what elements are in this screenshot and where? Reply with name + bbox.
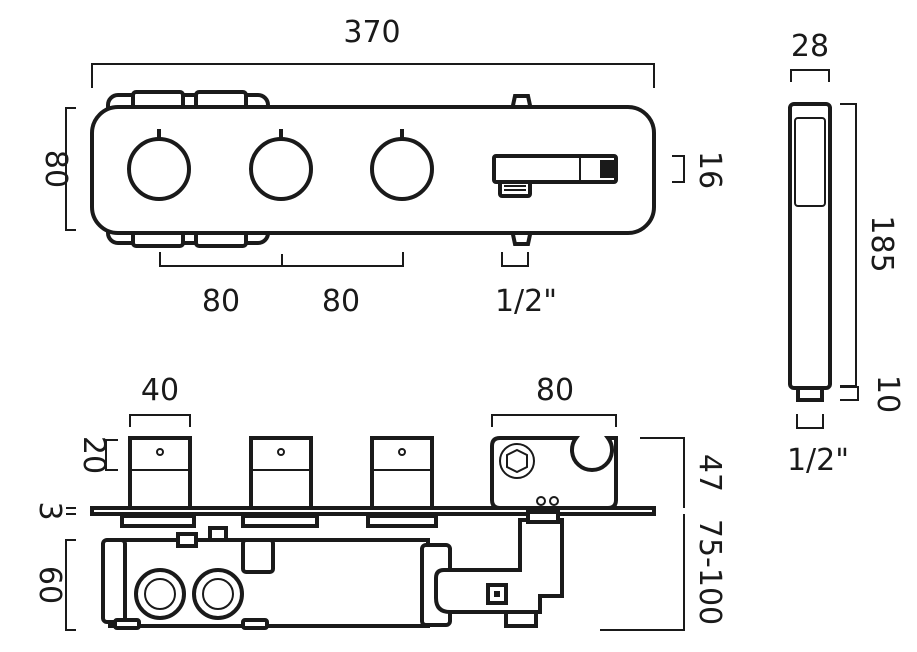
side-handle-2: [249, 436, 313, 510]
outlet-holder: [492, 154, 618, 198]
dim-outlet-thread: 1/2": [495, 252, 557, 319]
side-handle-1: [128, 436, 192, 510]
dim-overall-width: 370: [91, 15, 655, 88]
dim-spacing: 80 80: [159, 252, 404, 319]
control-handle-1: [127, 129, 191, 201]
label-half-inch-outlet: 1/2": [495, 284, 557, 319]
label-60: 60: [32, 566, 67, 604]
side-plate: [90, 506, 656, 516]
label-28: 28: [791, 29, 829, 64]
side-view: 40 80: [32, 373, 727, 631]
dim-projection: 47: [640, 437, 727, 508]
label-47: 47: [692, 454, 727, 492]
label-370: 370: [343, 15, 400, 50]
label-80-a: 80: [202, 284, 240, 319]
handset-view: 28 185 10 1/2": [787, 29, 905, 478]
label-10: 10: [870, 375, 905, 413]
label-half-inch-handset: 1/2": [787, 443, 849, 478]
dim-outlet-height: 16: [672, 151, 727, 189]
dim-plate-thickness: 3: [32, 501, 76, 521]
dim-plate-height: 80: [38, 107, 76, 231]
front-view: 370: [38, 15, 727, 319]
valve-body: [101, 510, 564, 630]
side-handle-3: [370, 436, 434, 510]
dim-handset-thread-length: 10: [840, 375, 905, 413]
label-16: 16: [692, 151, 727, 189]
control-handle-3: [370, 129, 434, 201]
label-40: 40: [141, 373, 179, 408]
dim-bracket-width: 80: [491, 373, 617, 427]
dim-handset-length: 185: [840, 103, 899, 387]
label-3: 3: [32, 501, 67, 520]
label-80-b: 80: [322, 284, 360, 319]
label-20: 20: [76, 436, 111, 474]
label-75-100: 75-100: [692, 519, 727, 625]
control-handle-2: [249, 129, 313, 201]
dim-handle-width: 40: [129, 373, 191, 427]
side-bracket: [490, 436, 618, 510]
label-185: 185: [864, 215, 899, 272]
dim-handset-width: 28: [790, 29, 830, 82]
label-80-height: 80: [38, 150, 73, 188]
dim-handle-depth: 20: [76, 436, 118, 474]
dim-wall-depth: 75-100: [600, 514, 727, 631]
dim-body-depth: 60: [32, 539, 76, 631]
handset: [788, 102, 832, 402]
label-80-bracket: 80: [536, 373, 574, 408]
dim-handset-thread: 1/2": [787, 414, 849, 478]
